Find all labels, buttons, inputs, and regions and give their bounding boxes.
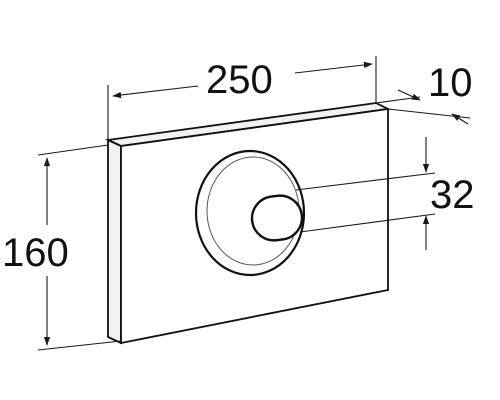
button-outer-ring [194,149,306,277]
button-height-label: 32 [430,173,475,217]
height-extension-bottom [37,340,122,351]
depth-dimension: 10 [375,61,473,125]
plate-left-edge [107,138,122,345]
button-extension-bottom [299,213,436,233]
flush-button [194,149,306,277]
width-label: 250 [206,58,273,102]
depth-extension-front [387,108,471,119]
depth-arrow-right [451,113,469,125]
depth-extension-back [375,96,421,104]
height-extension-top [37,144,109,156]
height-label: 160 [2,231,69,275]
button-height-dimension: 32 [295,137,475,250]
width-dim-line-left [112,85,199,99]
height-dimension: 160 [2,144,122,351]
depth-label: 10 [428,61,473,105]
width-dimension: 250 [107,56,377,140]
depth-arrow-left [397,89,421,101]
button-slot [250,194,304,242]
button-extension-top [295,172,436,191]
width-dim-line-right [294,61,373,74]
